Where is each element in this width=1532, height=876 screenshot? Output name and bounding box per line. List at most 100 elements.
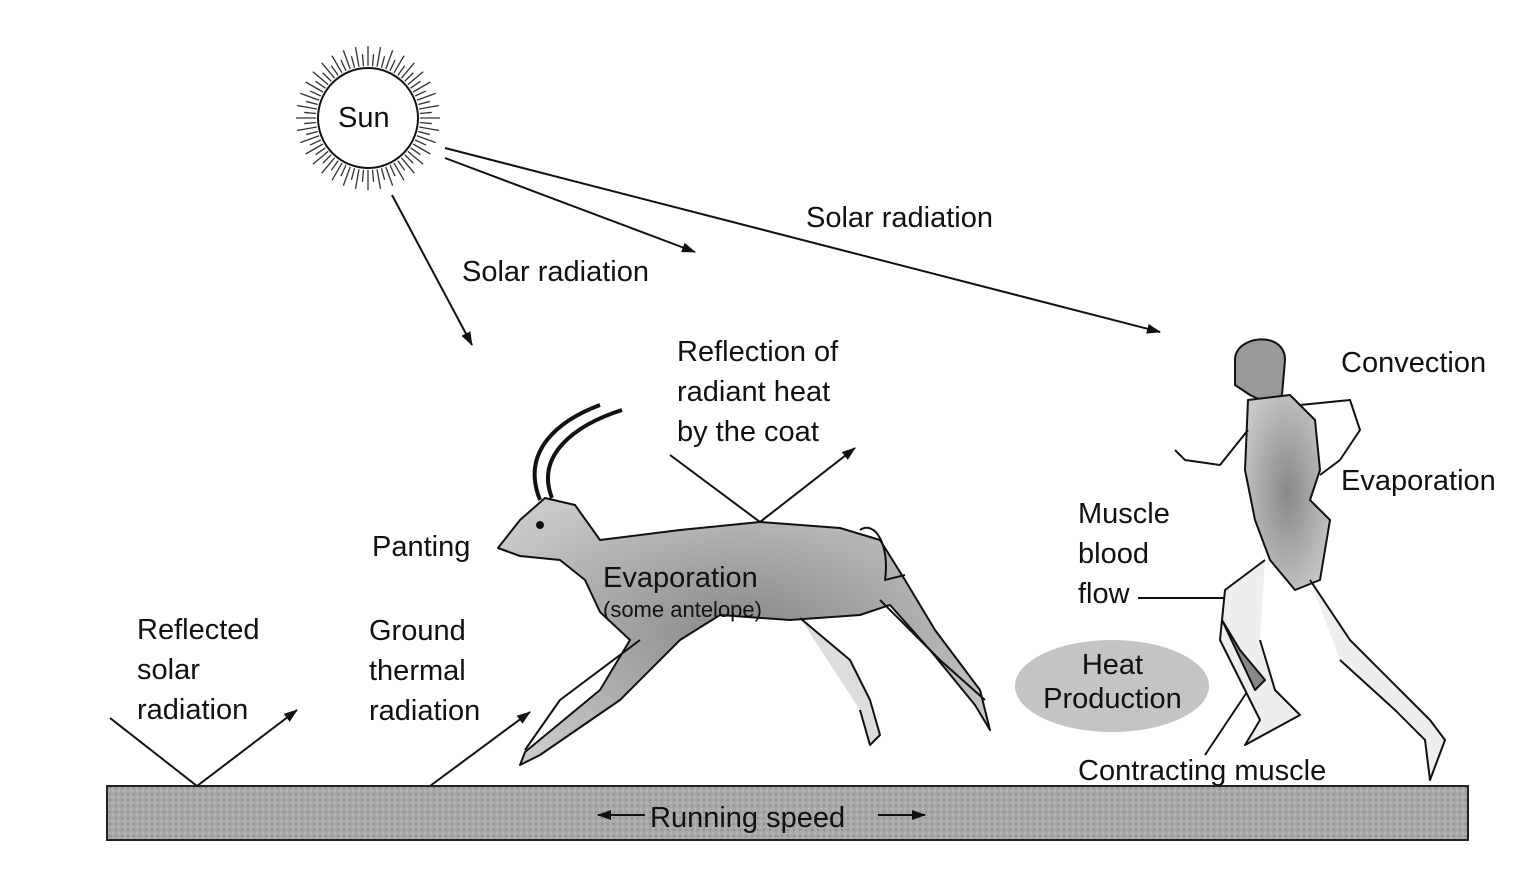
sun-ray (340, 164, 347, 177)
sun-ray (330, 65, 339, 76)
ground-thermal-label: Ground thermal radiation (369, 611, 480, 731)
solar-radiation-label-right: Solar radiation (806, 202, 993, 234)
sun-ray (414, 90, 427, 97)
sun-ray (306, 100, 318, 106)
sun-ray (296, 126, 317, 132)
sun-ray (376, 46, 382, 67)
muscle-blood-flow-line-3: flow (1078, 578, 1130, 610)
sun-ray (322, 154, 332, 164)
sun-ray (354, 169, 360, 190)
sun-ray (397, 160, 406, 171)
sun-ray (397, 65, 406, 76)
ground-thermal-arrow (429, 711, 531, 787)
sun-ray (419, 126, 440, 132)
sun-icon (296, 46, 440, 190)
sun-ray (309, 139, 322, 146)
runner-illustration (1174, 338, 1446, 781)
sun-ray (322, 72, 332, 82)
reflection-coat-line-2: radiant heat (677, 376, 831, 408)
sun-ray (404, 154, 414, 164)
heat-production-label: Heat Production (1015, 648, 1210, 716)
sun-ray (354, 46, 360, 67)
solar-radiation-arrow-runner (444, 147, 1161, 334)
sun-ray (404, 72, 414, 82)
sun-ray (416, 92, 436, 101)
reflected-solar-label: Reflected solar radiation (137, 610, 260, 730)
sun-ray (300, 135, 320, 144)
sun-ray (312, 71, 329, 86)
sun-ray (330, 160, 339, 171)
sun-ray (389, 164, 396, 177)
sun-ray (305, 143, 324, 155)
sun-ray (410, 147, 421, 156)
sun-ray (389, 59, 396, 72)
sun-ray (331, 55, 343, 74)
reflection-coat-line-1: Reflection of (677, 336, 839, 368)
sun-ray (385, 50, 394, 70)
antelope-illustration (497, 403, 991, 766)
sun-ray (419, 104, 440, 110)
heat-production-ellipse (1015, 640, 1209, 732)
sun-ray (361, 169, 365, 182)
heat-production-line-1: Heat (1081, 649, 1144, 681)
ground (106, 785, 1469, 841)
sun-ray (400, 62, 415, 79)
reflected-solar-line-3: radiation (137, 694, 249, 726)
sun-ray (412, 81, 431, 93)
sun-ray (407, 71, 424, 86)
sun-ray (407, 150, 424, 165)
sun-ray (393, 55, 405, 74)
muscle-blood-flow-line-2: blood (1078, 538, 1149, 570)
sun-ray (306, 130, 318, 136)
sun-ray (418, 130, 430, 136)
sun-ray (350, 56, 356, 68)
sun-ray (418, 100, 430, 106)
sun-ray (361, 54, 365, 67)
running-speed-label: Running speed (650, 802, 846, 834)
sun-ray (380, 168, 386, 180)
sun-ray (342, 166, 351, 186)
muscle-blood-flow-line-1: Muscle (1078, 498, 1170, 530)
sun-ray (419, 111, 432, 115)
sun-ray (331, 162, 343, 181)
solar-radiation-label-left: Solar radiation (462, 256, 649, 288)
sun-ray (321, 157, 336, 174)
panting-label: Panting (372, 531, 471, 563)
sun-ray (350, 168, 356, 180)
evaporation-antelope-label: Evaporation (603, 562, 758, 594)
reflection-coat-line-3: by the coat (677, 416, 819, 448)
reflected-solar-line-1: Reflected (137, 614, 260, 646)
convection-label: Convection (1341, 347, 1487, 379)
sun-ray (300, 92, 320, 101)
sun-ray (309, 90, 322, 97)
sun-ray (304, 121, 317, 125)
reflection-coat-arrow (669, 447, 856, 524)
sun-ray (340, 59, 347, 72)
sun-ray (305, 81, 324, 93)
sun-ray (419, 121, 432, 125)
sun-label: Sun (338, 102, 390, 134)
evaporation-antelope-note: (some antelope) (603, 597, 762, 622)
sun-ray (412, 143, 431, 155)
sun-ray (321, 62, 336, 79)
sun-ray (385, 166, 394, 186)
solar-radiation-arrow-mid (444, 157, 696, 253)
solar-radiation-arrow-antelope (391, 194, 473, 346)
sun-ray (304, 111, 317, 115)
sun-ray (376, 169, 382, 190)
sun-ray (400, 157, 415, 174)
sun-ray (414, 139, 427, 146)
heat-production-line-2: Production (1043, 683, 1182, 715)
ground-thermal-line-1: Ground (369, 615, 466, 647)
reflected-solar-line-2: solar (137, 654, 200, 686)
ground-thermal-line-2: thermal (369, 655, 466, 687)
sun-ray (342, 50, 351, 70)
muscle-blood-flow-label: Muscle blood flow (1078, 494, 1170, 614)
sun-ray (296, 104, 317, 110)
contracting-muscle-label: Contracting muscle (1078, 755, 1327, 787)
reflected-solar-arrow (109, 709, 298, 788)
sun-ray (371, 54, 375, 67)
ground-thermal-line-3: radiation (369, 695, 481, 727)
sun-ray (380, 56, 386, 68)
